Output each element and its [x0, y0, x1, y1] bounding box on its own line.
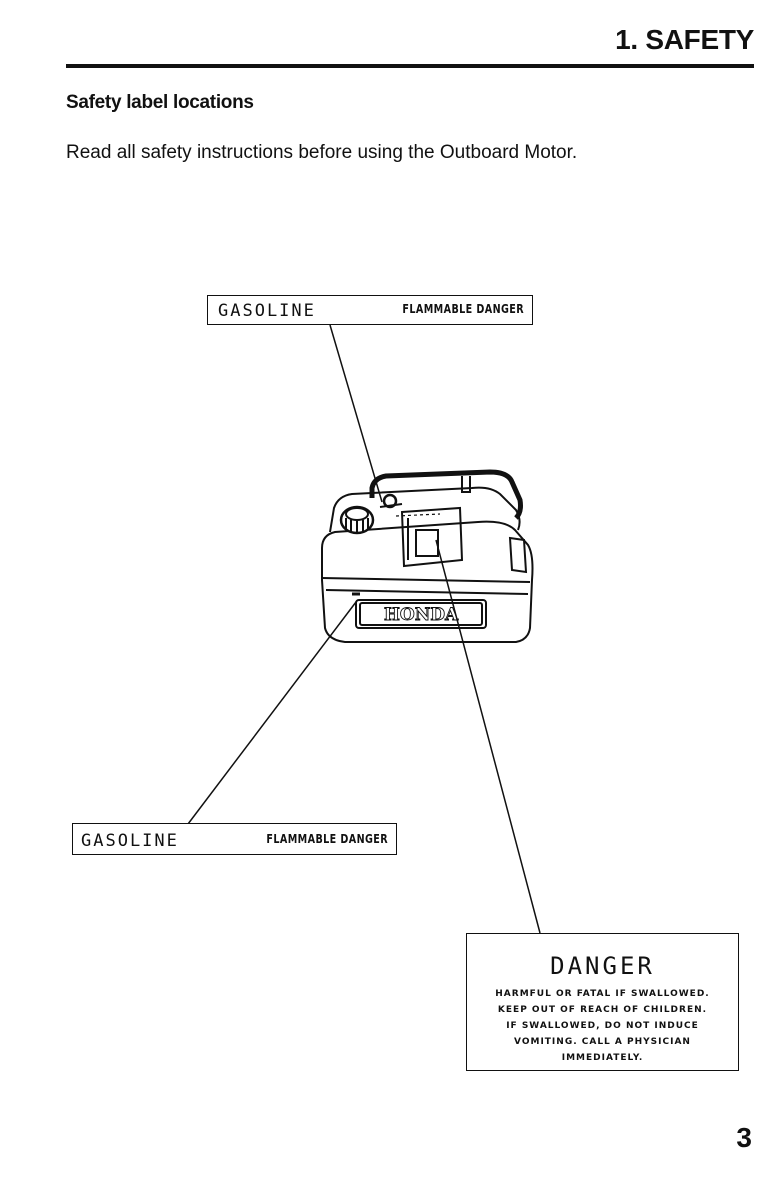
danger-label-line: HARMFUL OR FATAL IF SWALLOWED.: [495, 989, 710, 999]
leader-lines: [187, 324, 541, 934]
danger-label-title: DANGER: [550, 952, 655, 980]
gasoline-label-top-warning: FLAMMABLE DANGER: [402, 302, 524, 316]
honda-logo: HONDA: [384, 605, 459, 625]
header-rule: [66, 64, 754, 68]
gasoline-label-left-name: GASOLINE: [81, 831, 179, 851]
gasoline-label-left: GASOLINE FLAMMABLE DANGER: [72, 823, 397, 855]
gasoline-label-top: GASOLINE FLAMMABLE DANGER: [207, 295, 533, 325]
leader-line-top: [329, 324, 383, 503]
gasoline-label-top-name: GASOLINE: [218, 301, 316, 321]
page-number: 3: [736, 1122, 752, 1153]
section-title: 1. SAFETY: [615, 24, 754, 55]
danger-label: DANGER HARMFUL OR FATAL IF SWALLOWED. KE…: [466, 933, 739, 1071]
danger-label-line: IF SWALLOWED, DO NOT INDUCE: [506, 1021, 699, 1031]
danger-label-line: IMMEDIATELY.: [561, 1053, 644, 1063]
danger-label-text: HARMFUL OR FATAL IF SWALLOWED. KEEP OUT …: [467, 986, 738, 1066]
subheading: Safety label locations: [66, 92, 254, 113]
danger-label-line: VOMITING. CALL A PHYSICIAN: [514, 1037, 691, 1047]
leader-line-left: [187, 601, 357, 825]
leader-line-danger: [435, 539, 541, 934]
danger-label-line: KEEP OUT OF REACH OF CHILDREN.: [497, 1005, 708, 1015]
gasoline-label-left-warning: FLAMMABLE DANGER: [266, 832, 388, 846]
intro-text: Read all safety instructions before usin…: [66, 142, 578, 163]
